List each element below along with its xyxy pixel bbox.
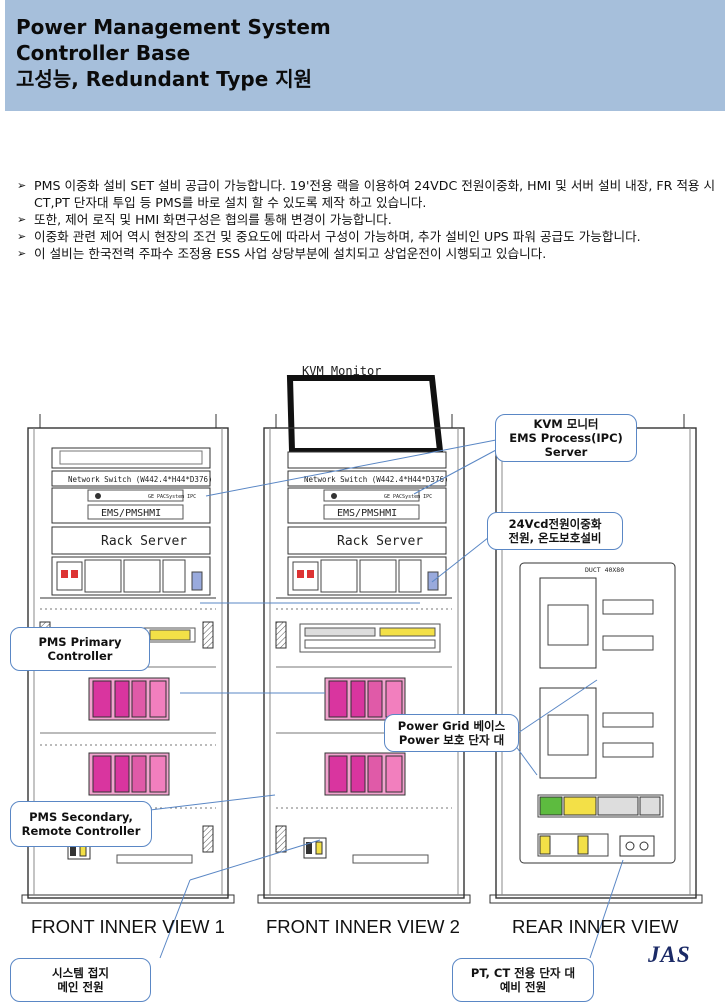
arrow-bullet-icon: ➢ xyxy=(17,247,27,260)
arrow-bullet-icon: ➢ xyxy=(17,213,27,226)
callout-pms-primary: PMS Primary Controller xyxy=(10,627,150,671)
callout-pms-secondary: PMS Secondary, Remote Controller xyxy=(10,801,152,847)
ipc-badge: GE PACSystem IPC xyxy=(384,494,432,500)
arrow-bullet-icon: ➢ xyxy=(17,230,27,243)
label-rear-inner-view: REAR INNER VIEW xyxy=(512,916,679,937)
cabinet-front-1: Network Switch (W442.4*H44*D376) GE PACS… xyxy=(21,414,235,904)
network-switch-label: Network Switch (W442.4*H44*D376) xyxy=(68,475,213,484)
cabinet-rear: DUCT 40X80 xyxy=(489,414,703,904)
bullet-item: ➢이중화 관련 제어 역시 현장의 조건 및 중요도에 따라서 구성이 가능하며… xyxy=(17,229,641,244)
callout-power-grid: Power Grid 베이스 Power 보호 단자 대 xyxy=(384,714,519,752)
description-list: ➢PMS 이중화 설비 SET 설비 공급이 가능합니다. 19'전용 랙을 이… xyxy=(17,177,717,262)
callout-leaders xyxy=(103,439,624,959)
callout-24v-power: 24Vcd전원이중화 전원, 온도보호설비 xyxy=(487,512,623,550)
kvm-monitor-label: KVM Monitor xyxy=(302,364,382,378)
title-line-3: 고성능, Redundant Type 지원 xyxy=(16,67,313,91)
company-logo: JAS xyxy=(648,942,691,967)
network-switch-label: Network Switch (W442.4*H44*D376) xyxy=(304,475,449,484)
rack-server-label: Rack Server xyxy=(337,534,423,549)
callout-kvm: KVM 모니터 EMS Process(IPC) Server xyxy=(495,414,637,462)
callout-system-ground: 시스템 접지 메인 전원 xyxy=(10,958,151,1002)
rack-server-label: Rack Server xyxy=(101,534,187,549)
bullet-item: ➢PMS 이중화 설비 SET 설비 공급이 가능합니다. 19'전용 랙을 이… xyxy=(17,178,716,210)
callout-pt-ct: PT, CT 전용 단자 대 예비 전원 xyxy=(452,958,594,1002)
ems-pmshmi-label: EMS/PMSHMI xyxy=(337,508,397,519)
cabinet-drawing: Network Switch (W442.4*H44*D376) GE PACS… xyxy=(21,375,703,959)
title-line-2: Controller Base xyxy=(16,41,191,65)
title-banner: Power Management System Controller Base … xyxy=(5,0,725,111)
ems-pmshmi-label: EMS/PMSHMI xyxy=(101,508,161,519)
bullet-item: ➢이 설비는 한국전력 주파수 조정용 ESS 사업 상당부분에 설치되고 상업… xyxy=(17,246,547,261)
title-line-1: Power Management System xyxy=(16,15,331,39)
ipc-badge: GE PACSystem IPC xyxy=(148,494,196,500)
label-front-inner-view-1: FRONT INNER VIEW 1 xyxy=(31,916,225,937)
duct-label: DUCT 40X80 xyxy=(585,566,624,574)
label-front-inner-view-2: FRONT INNER VIEW 2 xyxy=(266,916,460,937)
bullet-item: ➢또한, 제어 로직 및 HMI 화면구성은 협의를 통해 변경이 가능합니다. xyxy=(17,212,392,227)
cabinet-front-2: Network Switch (W442.4*H44*D376) GE PACS… xyxy=(257,375,471,904)
arrow-bullet-icon: ➢ xyxy=(17,179,27,192)
